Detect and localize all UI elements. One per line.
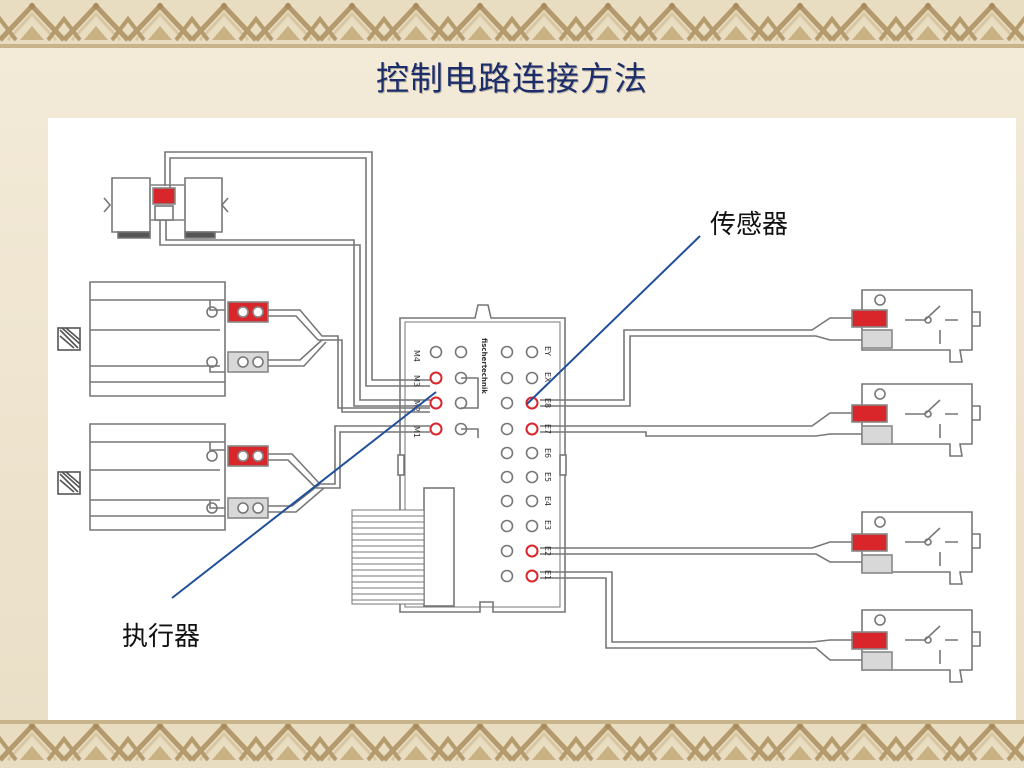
top-component [103,177,229,239]
terminal-label-e3: E3 [543,520,552,530]
terminal-label-e5: E5 [543,472,552,482]
decorative-border-bottom [0,720,1024,768]
terminal-label-ey: EY [543,346,552,356]
sensor-leader-line [526,235,701,405]
ribbon-cable [351,509,425,605]
slide-title: 控制电路连接方法 [376,59,648,98]
input-sockets [500,345,539,583]
terminal-label-m1: M1 [412,426,421,438]
terminal-label-e2: E2 [543,546,552,556]
terminal-label-e1: E1 [543,570,552,580]
terminal-label-ex: EX [543,372,552,383]
motor-2 [57,423,269,531]
terminal-label-e8: E8 [543,398,552,408]
terminal-label-m3: M3 [412,375,421,387]
terminal-label-e6: E6 [543,448,552,458]
terminal-label-m4: M4 [412,350,421,362]
sensor-2 [851,383,981,457]
output-sockets [429,345,468,436]
wires-sensors [540,317,862,661]
terminal-label-e4: E4 [543,496,552,506]
actuator-label: 执行器 [122,622,201,652]
sensor-1 [851,289,981,363]
interface-internal-wires [461,377,479,438]
sensor-label: 传感器 [710,210,789,240]
interface-brand: fischertechnik [480,338,488,394]
sensor-3 [851,511,981,585]
terminal-label-e7: E7 [543,424,552,434]
decorative-border-top [0,0,1024,48]
sensor-4 [851,609,981,683]
motor-1 [57,281,269,397]
actuator-leader-line [171,391,437,599]
wires-actuators [159,151,430,513]
